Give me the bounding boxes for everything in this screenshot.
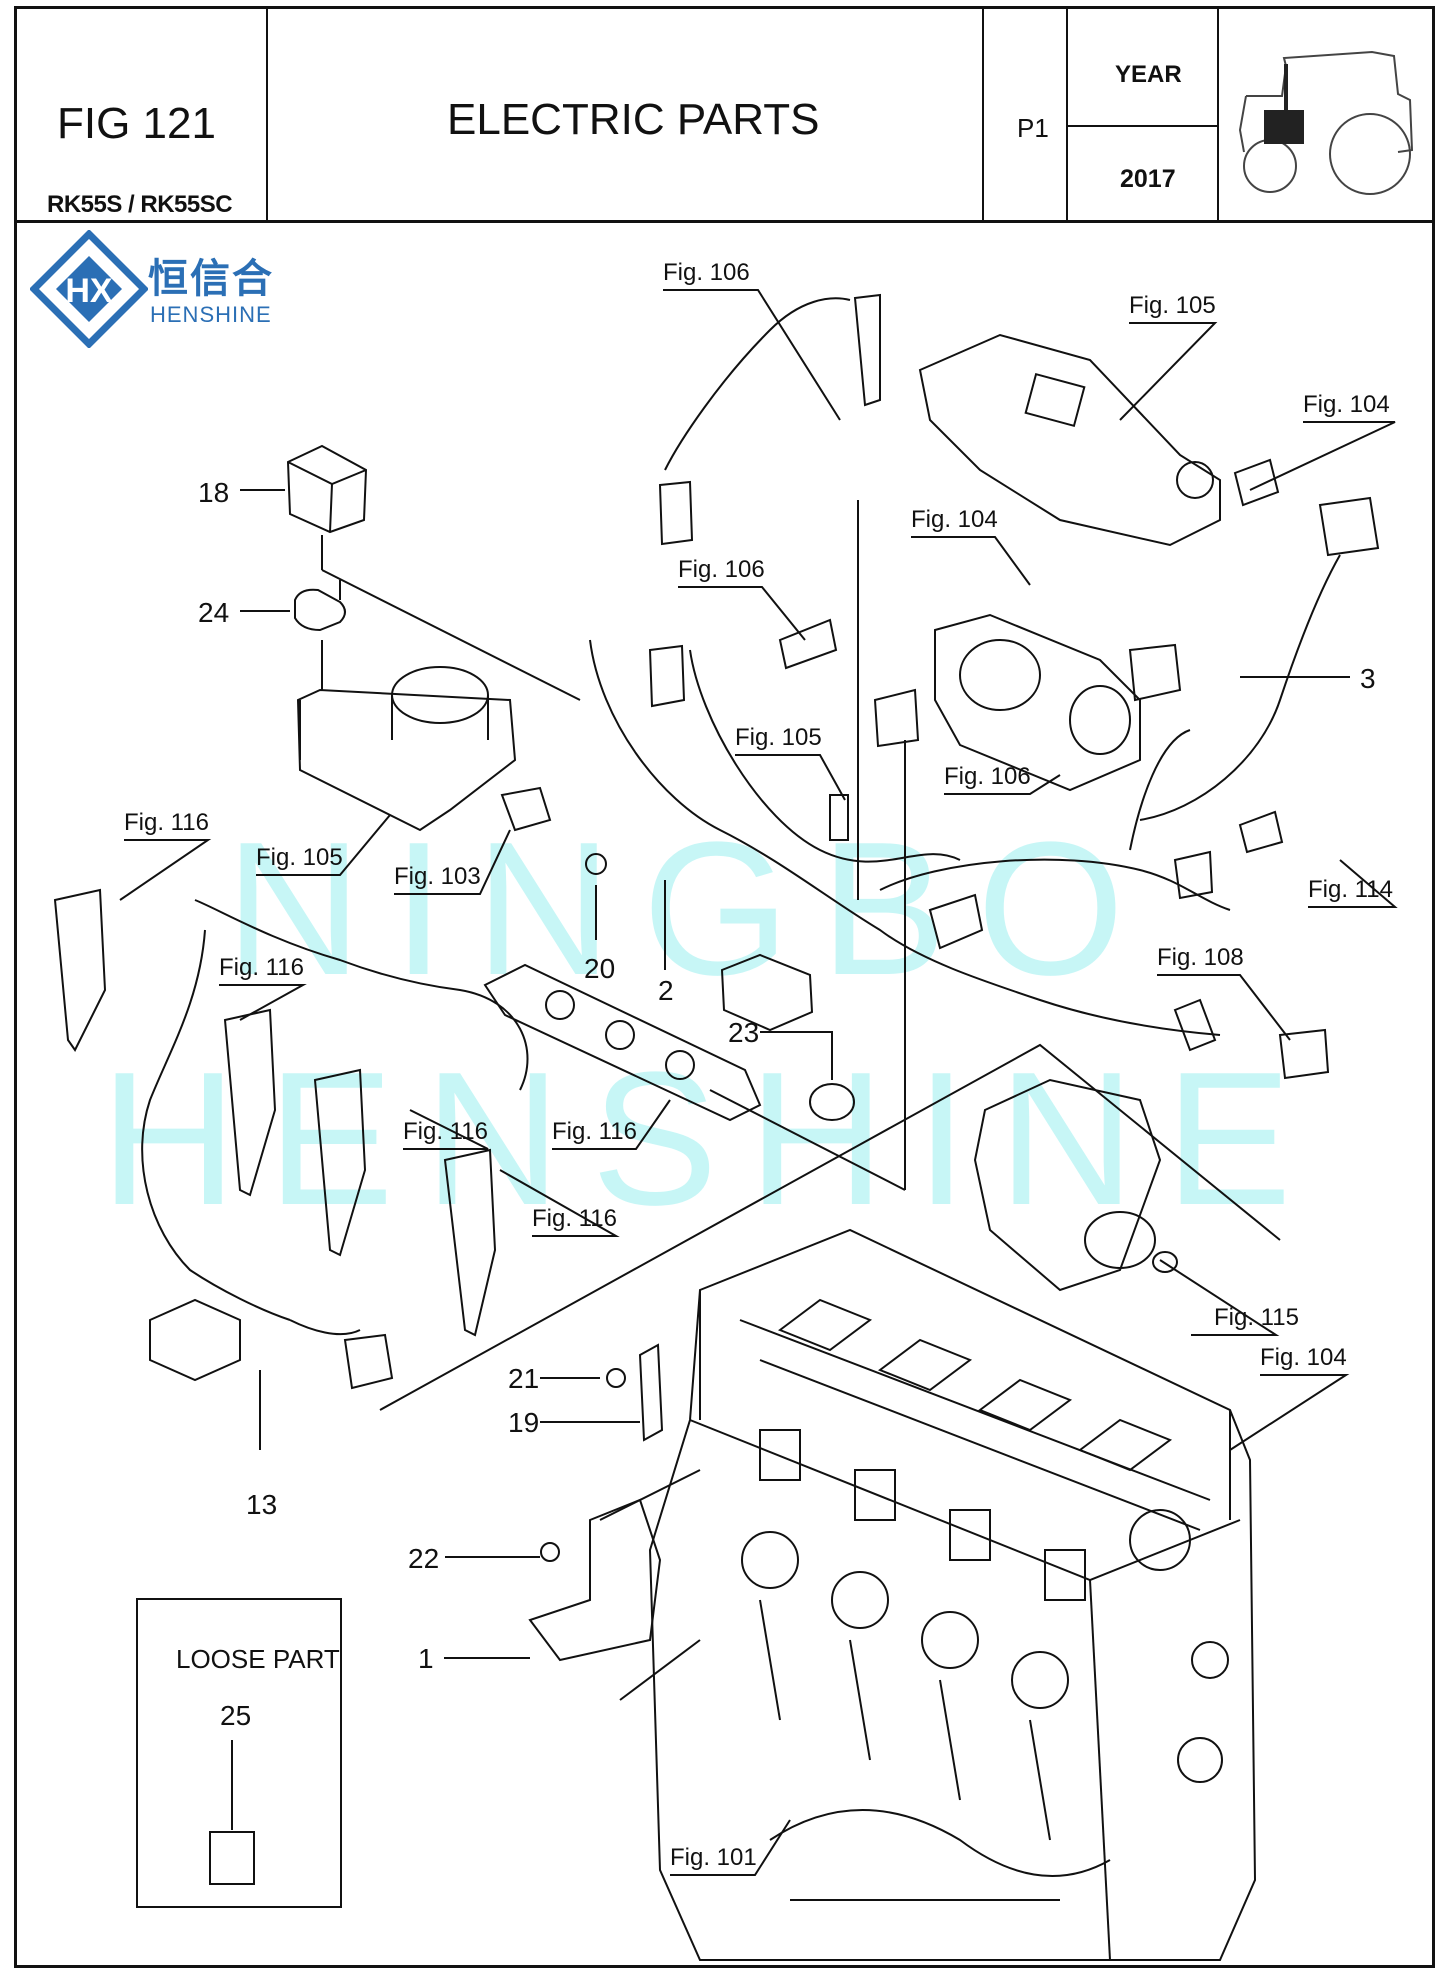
header-divider (1066, 9, 1068, 220)
fig-ref-label: Fig. 116 (532, 1205, 617, 1232)
header-divider (1217, 9, 1219, 220)
part-callout: 21 (508, 1363, 539, 1394)
bolt-drawing (540, 1542, 560, 1562)
sensor-drawing (1238, 810, 1284, 854)
engine-block-drawing (648, 1228, 1257, 1961)
part-callout: 25 (220, 1700, 252, 1731)
fuel-pump-drawing (973, 1078, 1162, 1292)
fig-ref-label: Fig. 101 (670, 1844, 757, 1871)
fig-ref-label: Fig. 116 (552, 1118, 637, 1145)
fig-ref-label: Fig. 115 (1214, 1304, 1299, 1331)
part-callout: 20 (584, 953, 615, 984)
fig-ref-label: Fig. 106 (944, 763, 1031, 790)
part-callout: 22 (408, 1543, 439, 1574)
fig-ref-label: Fig. 104 (1260, 1344, 1347, 1371)
bolt-drawing (585, 853, 607, 875)
henshine-diamond-logo-icon: HX (30, 230, 148, 348)
part-callout: 3 (1360, 663, 1376, 694)
header-divider (266, 9, 268, 220)
page-number: P1 (1017, 113, 1049, 143)
relay-drawing (209, 1831, 255, 1885)
fig-ref-label: Fig. 104 (911, 506, 998, 533)
connector-drawing (720, 953, 814, 1032)
watermark-line-2: HENSHINE (100, 1033, 1322, 1245)
connector-drawing (1173, 998, 1217, 1052)
common-rail-drawing (483, 963, 762, 1122)
sensor-drawing (1233, 458, 1280, 507)
bracket-drawing (638, 1343, 664, 1442)
o-ring-drawing (809, 1083, 855, 1121)
connector-drawing (658, 480, 694, 546)
sensor-drawing (778, 618, 838, 670)
fig-ref-label: Fig. 116 (403, 1118, 488, 1145)
injector-drawing (53, 888, 497, 1337)
header-divider (982, 9, 984, 220)
year-label: YEAR (1115, 61, 1182, 88)
model-name: RK55S / RK55SC (47, 191, 233, 218)
fig-ref-label: Fig. 104 (1303, 391, 1390, 418)
part-callout: 19 (508, 1407, 539, 1438)
page-frame: FIG 121 RK55S / RK55SC ELECTRIC PARTS P1… (14, 6, 1435, 1968)
page-title: ELECTRIC PARTS (447, 95, 820, 144)
svg-text:HX: HX (65, 272, 113, 310)
connector-drawing (1278, 1028, 1330, 1080)
fig-ref-label: Fig. 103 (394, 863, 481, 890)
cover-drawing (286, 444, 368, 534)
connector-drawing (1128, 643, 1182, 702)
part-callout: 24 (198, 597, 229, 628)
header-divider (1066, 125, 1218, 127)
fig-ref-label: Fig. 106 (663, 259, 750, 286)
fig-ref-label: Fig. 105 (256, 844, 343, 871)
connector-drawing (873, 688, 920, 748)
tractor-engine-location-icon (1238, 50, 1414, 195)
connector-drawing (648, 644, 686, 708)
bracket-drawing (528, 1498, 662, 1662)
part-callout: 23 (728, 1017, 759, 1048)
sensor-drawing (829, 794, 849, 841)
connector-drawing (343, 1333, 394, 1390)
connector-drawing (928, 893, 984, 950)
fig-ref-label: Fig. 106 (678, 556, 765, 583)
bolt-drawing (606, 1368, 626, 1388)
fig-ref-label: Fig. 105 (1129, 292, 1216, 319)
fig-ref-label: Fig. 116 (124, 809, 209, 836)
egr-valve-drawing (934, 613, 1141, 792)
logo-name-en: HENSHINE (150, 302, 272, 327)
fig-ref-label: Fig. 114 (1308, 876, 1393, 903)
fig-ref-label: Fig. 108 (1157, 944, 1244, 971)
fig-ref-label: Fig. 105 (735, 724, 822, 751)
connector-drawing (1173, 850, 1214, 900)
year-value: 2017 (1120, 165, 1176, 193)
logo-name-cn: 恒信合 (148, 257, 274, 301)
part-callout: 2 (658, 975, 674, 1006)
wiring-harness-drawing (141, 297, 1341, 1336)
part-callout: 18 (198, 477, 229, 508)
connector-drawing (1318, 496, 1380, 557)
intake-manifold-drawing (918, 333, 1221, 547)
header: FIG 121 RK55S / RK55SC ELECTRIC PARTS P1… (17, 9, 1432, 223)
loose-part-label: LOOSE PART (176, 1644, 340, 1674)
loose-part-box: LOOSE PART 25 (136, 1598, 342, 1908)
part-callout: 13 (246, 1489, 277, 1520)
sensor-drawing (853, 293, 881, 407)
watermark-line-1: NINGBO (225, 803, 1155, 1015)
part-callout: 1 (418, 1643, 434, 1674)
sensor-drawing (500, 786, 552, 832)
fig-ref-label: Fig. 116 (219, 954, 304, 981)
fig-number: FIG 121 (57, 99, 216, 148)
throttle-body-drawing (296, 666, 517, 832)
gasket-drawing (294, 588, 346, 632)
ecu-connector-drawing (149, 1298, 241, 1382)
